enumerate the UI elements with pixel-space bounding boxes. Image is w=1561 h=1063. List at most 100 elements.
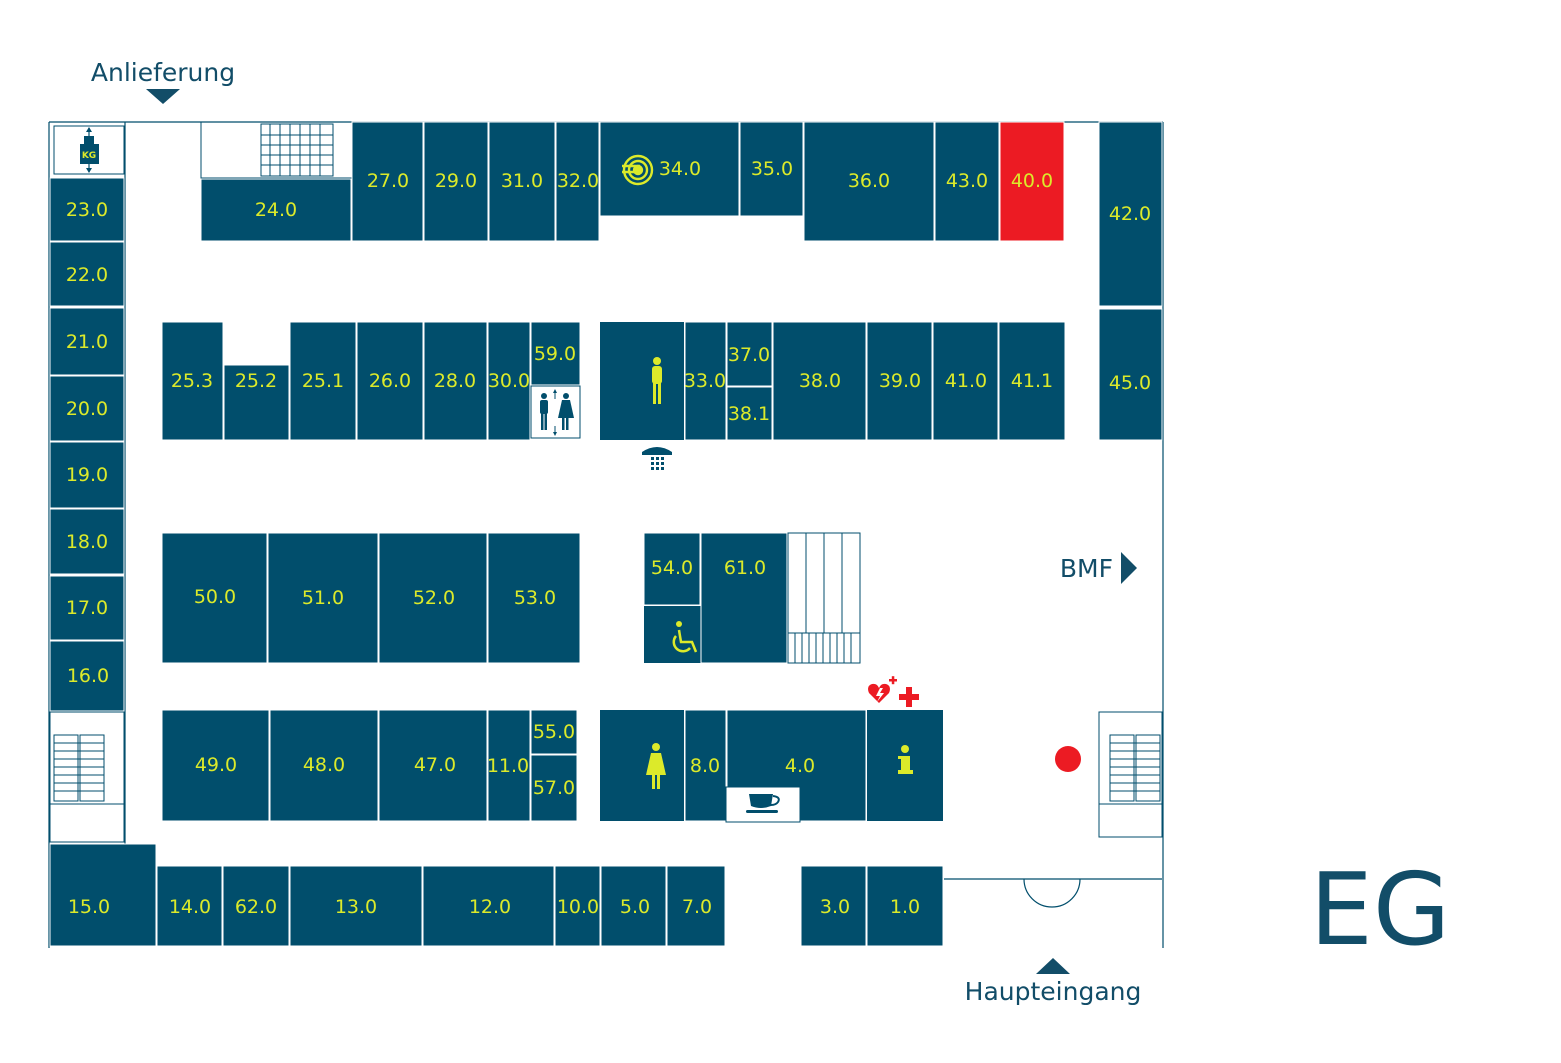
room-24-0[interactable]: [200, 178, 352, 242]
room-label-38-0: 38.0: [799, 370, 841, 392]
room-15-0[interactable]: [49, 843, 157, 947]
room-label-61-0: 61.0: [724, 557, 766, 579]
room-32-0[interactable]: [555, 121, 600, 242]
room-label-16-0: 16.0: [67, 665, 109, 687]
room-47-0[interactable]: [378, 709, 488, 822]
delivery-label: Anlieferung: [91, 58, 235, 87]
room-22-0[interactable]: [49, 241, 125, 307]
room-43-0[interactable]: [934, 121, 1000, 242]
bmf-arrow[interactable]: [1121, 552, 1137, 584]
bmf-label: BMF: [1060, 554, 1113, 583]
room-55-0[interactable]: [530, 709, 578, 755]
room-5-0[interactable]: [600, 865, 667, 947]
room-25-3[interactable]: [161, 321, 224, 441]
room-label-30-0: 30.0: [488, 370, 530, 392]
room-42-0[interactable]: [1098, 121, 1163, 307]
room-19-0[interactable]: [49, 441, 125, 509]
floor-label: EG: [1310, 851, 1451, 968]
main-entrance-arrow: [1036, 958, 1070, 974]
facility-block: [600, 322, 684, 440]
room-label-24-0: 24.0: [255, 199, 297, 221]
male-toilet-icon: [652, 357, 662, 404]
room-20-0[interactable]: [49, 375, 125, 442]
first-aid-icon: [899, 687, 919, 707]
room-25-1[interactable]: [289, 321, 357, 441]
kg-badge: KG: [82, 151, 96, 161]
room-48-0[interactable]: [269, 709, 379, 822]
room-label-4-0: 4.0: [785, 755, 815, 777]
room-26-0[interactable]: [356, 321, 424, 441]
room-21-0[interactable]: [49, 307, 125, 376]
room-30-0[interactable]: [487, 321, 531, 441]
room-label-8-0: 8.0: [690, 755, 720, 777]
room-label-32-0: 32.0: [557, 170, 599, 192]
room-label-10-0: 10.0: [557, 896, 599, 918]
room-label-59-0: 59.0: [534, 343, 576, 365]
room-38-0[interactable]: [772, 321, 867, 441]
room-37-0[interactable]: [726, 321, 773, 387]
defibrillator-icon: [868, 676, 897, 703]
room-28-0[interactable]: [423, 321, 488, 441]
room-41-1[interactable]: [998, 321, 1066, 441]
coffee-icon: [746, 794, 780, 813]
room-61-0[interactable]: [700, 532, 788, 664]
room-41-0[interactable]: [932, 321, 999, 441]
room-10-0[interactable]: [554, 865, 601, 947]
room-51-0[interactable]: [267, 532, 379, 664]
room-label-43-0: 43.0: [946, 170, 988, 192]
room-18-0[interactable]: [49, 508, 125, 575]
staircase-center: [787, 532, 861, 664]
room-40-0[interactable]: [999, 121, 1065, 242]
room-45-0[interactable]: [1098, 308, 1163, 441]
room-label-13-0: 13.0: [335, 896, 377, 918]
room-label-25-2: 25.2: [235, 370, 277, 392]
room-11-0[interactable]: [487, 709, 531, 822]
room-16-0[interactable]: [49, 640, 125, 712]
room-31-0[interactable]: [488, 121, 556, 242]
room-label-40-0: 40.0: [1011, 170, 1053, 192]
room-label-28-0: 28.0: [434, 370, 476, 392]
room-label-11-0: 11.0: [487, 755, 529, 777]
room-label-48-0: 48.0: [303, 754, 345, 776]
room-39-0[interactable]: [866, 321, 933, 441]
room-35-0[interactable]: [739, 121, 804, 217]
room-13-0[interactable]: [289, 865, 423, 947]
location-marker: [1055, 746, 1081, 772]
room-label-34-0: 34.0: [659, 158, 701, 180]
room-14-0[interactable]: [156, 865, 223, 947]
room-29-0[interactable]: [423, 121, 489, 242]
room-label-29-0: 29.0: [435, 170, 477, 192]
room-62-0[interactable]: [222, 865, 290, 947]
room-label-22-0: 22.0: [66, 264, 108, 286]
room-36-0[interactable]: [803, 121, 935, 242]
room-label-15-0: 15.0: [68, 896, 110, 918]
room-8-0[interactable]: [684, 709, 727, 822]
room-label-36-0: 36.0: [848, 170, 890, 192]
room-label-21-0: 21.0: [66, 331, 108, 353]
room-23-0[interactable]: [49, 177, 125, 242]
room-53-0[interactable]: [487, 532, 581, 664]
room-33-0[interactable]: [684, 321, 727, 441]
room-59-0[interactable]: [530, 321, 581, 386]
room-label-47-0: 47.0: [414, 754, 456, 776]
staircase-top: [200, 121, 353, 179]
room-label-18-0: 18.0: [66, 531, 108, 553]
room-1-0[interactable]: [866, 865, 944, 947]
wheelchair-icon: [672, 621, 698, 653]
room-49-0[interactable]: [161, 709, 270, 822]
room-57-0[interactable]: [530, 754, 578, 822]
room-50-0[interactable]: [161, 532, 268, 664]
room-54-0[interactable]: [643, 532, 701, 606]
room-label-5-0: 5.0: [620, 896, 650, 918]
room-label-1-0: 1.0: [890, 896, 920, 918]
room-7-0[interactable]: [666, 865, 726, 947]
room-label-33-0: 33.0: [684, 370, 726, 392]
room-52-0[interactable]: [378, 532, 488, 664]
room-17-0[interactable]: [49, 575, 125, 641]
room-27-0[interactable]: [351, 121, 424, 242]
room-12-0[interactable]: [422, 865, 555, 947]
room-label-54-0: 54.0: [651, 557, 693, 579]
room-3-0[interactable]: [800, 865, 867, 947]
room-38-1[interactable]: [726, 386, 773, 441]
